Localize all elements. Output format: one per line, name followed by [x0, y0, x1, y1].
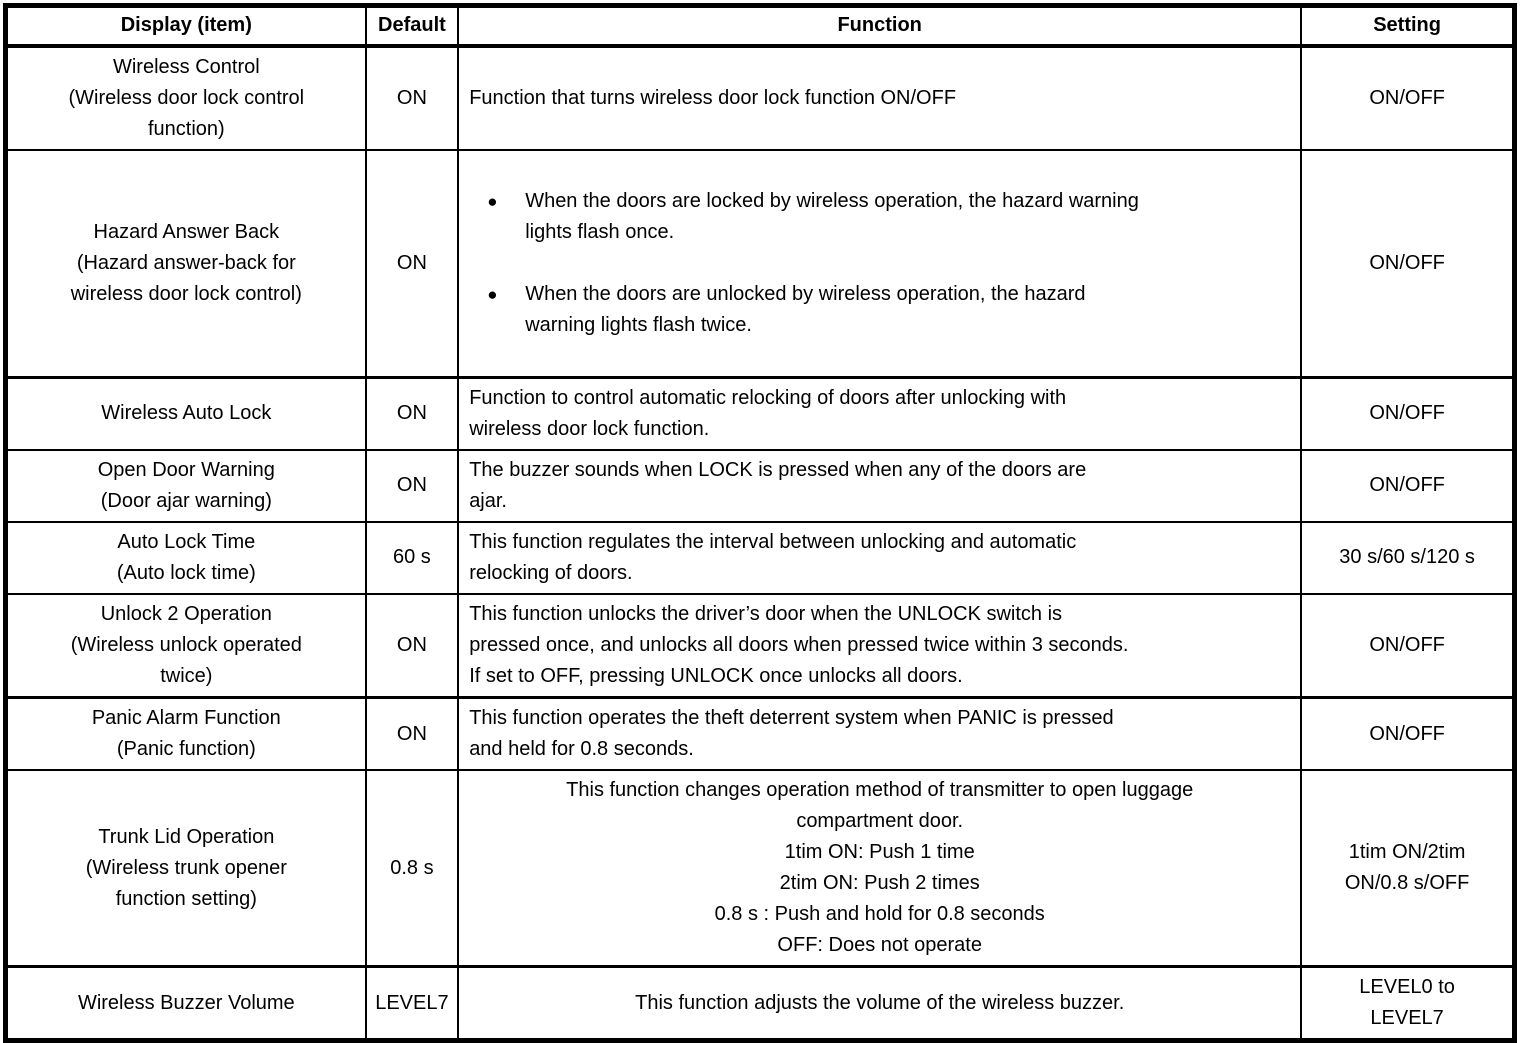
function-cell: Function to control automatic relocking … [457, 376, 1303, 451]
setting-cell: ON/OFF [1300, 448, 1516, 523]
table-row: Auto Lock Time (Auto lock time) 60 s Thi… [4, 520, 1516, 595]
table-row: Wireless Control (Wireless door lock con… [4, 44, 1516, 151]
column-header-function: Function [457, 4, 1303, 48]
default-cell: ON [364, 448, 460, 523]
display-cell: Panic Alarm Function (Panic function) [4, 696, 367, 771]
function-cell: This function adjusts the volume of the … [457, 965, 1303, 1042]
bullet-icon: ● [487, 284, 498, 304]
setting-cell: ON/OFF [1300, 696, 1516, 771]
column-header-display: Display (item) [4, 4, 367, 48]
display-cell: Unlock 2 Operation (Wireless unlock oper… [4, 592, 367, 699]
bullet-text: When the doors are unlocked by wireless … [525, 282, 1086, 336]
default-cell: 0.8 s [364, 769, 460, 968]
default-cell: ON [364, 148, 460, 379]
table-row: Open Door Warning (Door ajar warning) ON… [4, 448, 1516, 523]
display-cell: Wireless Control (Wireless door lock con… [4, 44, 367, 151]
display-cell: Wireless Buzzer Volume [4, 965, 367, 1042]
display-cell: Hazard Answer Back (Hazard answer-back f… [4, 148, 367, 379]
function-cell: This function operates the theft deterre… [457, 696, 1303, 771]
column-header-default: Default [364, 4, 460, 48]
manual-page: Display (item) Default Function Setting … [3, 3, 1517, 1043]
function-cell: This function regulates the interval bet… [457, 520, 1303, 595]
setting-cell: 1tim ON/2tim ON/0.8 s/OFF [1300, 769, 1516, 968]
table-row: Panic Alarm Function (Panic function) ON… [4, 696, 1516, 771]
table-row: Hazard Answer Back (Hazard answer-back f… [4, 148, 1516, 379]
table-row: Trunk Lid Operation (Wireless trunk open… [4, 769, 1516, 968]
table-row: Wireless Buzzer Volume LEVEL7 This funct… [4, 965, 1516, 1042]
setting-cell: ON/OFF [1300, 592, 1516, 699]
function-cell: ● When the doors are locked by wireless … [457, 148, 1303, 379]
setting-cell: 30 s/60 s/120 s [1300, 520, 1516, 595]
bullet-text: When the doors are locked by wireless op… [525, 189, 1139, 243]
default-cell: ON [364, 376, 460, 451]
setting-cell: ON/OFF [1300, 376, 1516, 451]
display-cell: Trunk Lid Operation (Wireless trunk open… [4, 769, 367, 968]
function-cell: The buzzer sounds when LOCK is pressed w… [457, 448, 1303, 523]
bullet-list-item: ● When the doors are locked by wireless … [469, 186, 1290, 248]
bullet-list-item: ● When the doors are unlocked by wireles… [469, 279, 1290, 341]
wireless-function-table: Display (item) Default Function Setting … [3, 3, 1517, 1043]
header-row: Display (item) Default Function Setting [4, 4, 1516, 48]
default-cell: 60 s [364, 520, 460, 595]
bullet-icon: ● [487, 191, 498, 211]
function-cell: This function unlocks the driver’s door … [457, 592, 1303, 699]
function-cell: This function changes operation method o… [457, 769, 1303, 968]
function-cell: Function that turns wireless door lock f… [457, 44, 1303, 151]
default-cell: ON [364, 44, 460, 151]
default-cell: ON [364, 696, 460, 771]
display-cell: Auto Lock Time (Auto lock time) [4, 520, 367, 595]
default-cell: ON [364, 592, 460, 699]
setting-cell: LEVEL0 to LEVEL7 [1300, 965, 1516, 1042]
column-header-setting: Setting [1300, 4, 1516, 48]
display-cell: Wireless Auto Lock [4, 376, 367, 451]
default-cell: LEVEL7 [364, 965, 460, 1042]
setting-cell: ON/OFF [1300, 148, 1516, 379]
table-row: Unlock 2 Operation (Wireless unlock oper… [4, 592, 1516, 699]
table-row: Wireless Auto Lock ON Function to contro… [4, 376, 1516, 451]
display-cell: Open Door Warning (Door ajar warning) [4, 448, 367, 523]
setting-cell: ON/OFF [1300, 44, 1516, 151]
